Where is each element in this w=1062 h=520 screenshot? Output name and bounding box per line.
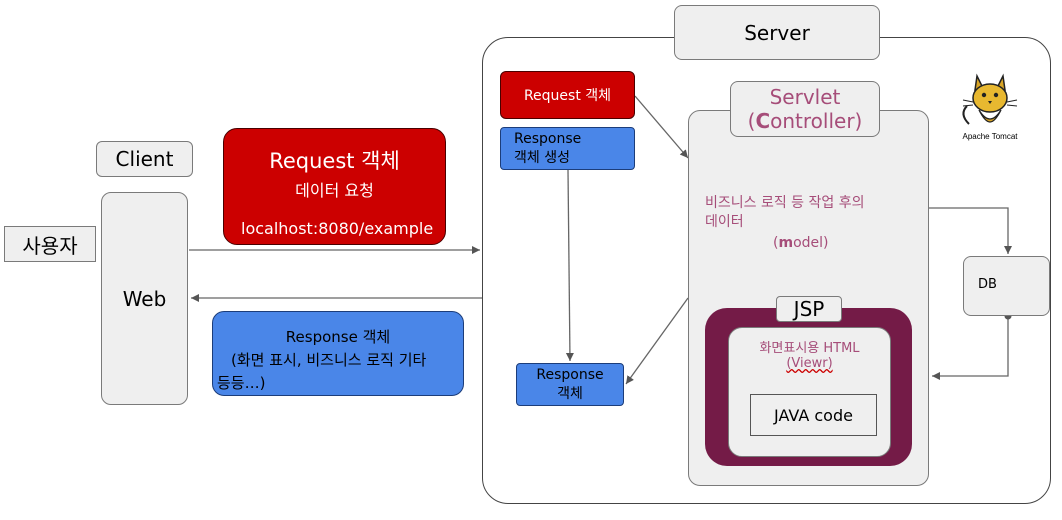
request-object-box: Request 객체 데이터 요청 localhost:8080/example [223,128,446,245]
tomcat-logo: Apache Tomcat [955,70,1025,145]
jsp-text: JSP [793,297,825,321]
request-to-servlet-arrow [634,95,689,159]
response-create-line1: Response [514,131,582,147]
servlet-to-db-arrow [929,207,1012,254]
web-box: Web [101,192,188,405]
server-response-create-box: Response 객체 생성 [500,127,635,170]
tomcat-cat-icon [962,73,1018,125]
servlet-line2: (Controller) [747,109,863,133]
java-code-box: JAVA code [750,394,877,436]
java-code-text: JAVA code [774,405,853,425]
html-view-line2: (Viewr) [786,356,833,371]
server-request-text: Request 객체 [523,88,612,104]
response-object-box: Response 객체 (화면 표시, 비즈니스 로직 기타 등등…) [212,311,464,396]
request-subtitle: 데이터 요청 [295,181,374,200]
server-label: Server [674,5,880,60]
user-text: 사용자 [22,233,78,258]
business-line2: 데이터 [705,213,744,230]
response-line2: (화면 표시, 비즈니스 로직 기타 [231,351,427,369]
servlet-label: Servlet (Controller) [730,81,880,137]
request-url: localhost:8080/example [241,219,434,238]
response-line1: Response 객체 [285,328,391,346]
response-line3: 등등…) [217,374,266,392]
server-response-line1: Response [536,366,604,383]
jsp-label: JSP [776,296,842,322]
business-line1: 비즈니스 로직 등 작업 후의 [705,195,865,211]
client-label: Client [96,141,193,177]
db-box: DB [963,256,1050,316]
servlet-line1: Servlet [769,85,841,109]
business-logic-text: 비즈니스 로직 등 작업 후의 데이터 (model) [705,194,925,253]
response-create-line2: 객체 생성 [514,150,570,166]
jsp-inner-box: 화면표시용 HTML (Viewr) [728,327,891,457]
html-view-line1: 화면표시용 HTML [759,341,860,356]
server-request-box: Request 객체 [500,71,635,119]
client-text: Client [115,147,174,171]
user-label: 사용자 [4,226,96,262]
tomcat-caption: Apache Tomcat [962,132,1018,141]
server-text: Server [744,20,810,45]
request-title: Request 객체 [269,149,400,173]
db-to-jsp-arrow [932,316,1009,380]
response-create-to-response-arrow [565,169,574,362]
server-response-box: Response 객체 [516,363,624,406]
model-label: (model) [773,234,829,251]
servlet-to-response-arrow [625,297,689,385]
db-text: DB [978,277,997,292]
web-text: Web [122,286,167,311]
server-response-line2: 객체 [557,385,583,402]
